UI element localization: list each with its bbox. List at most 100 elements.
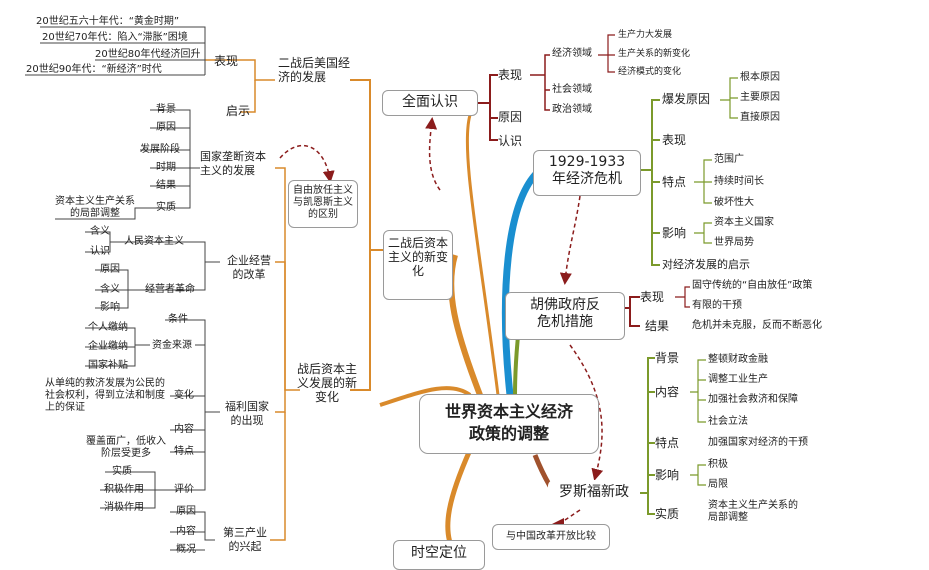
crisis-feature: 特点 [662,175,687,189]
newdeal-feature: 特点 [655,436,680,450]
welfare-evaluation: 评价 [174,484,194,495]
branch-center-bottom-left [445,448,473,554]
hoover-limited-intervention: 有限的干预 [692,300,742,311]
node-overall: 全面认识 [382,90,478,116]
crisis-enlightenment: 对经济发展的启示 [662,258,750,271]
welfare-feature-note: 覆盖面广，低收入阶层受更多 [86,436,166,459]
hoover-result: 结果 [645,319,670,333]
label-us-qishi: 启示 [226,104,251,118]
econ-item-productivity: 生产力大发展 [618,30,673,40]
field-social: 社会领域 [552,84,592,95]
tertiary-overview: 概况 [176,544,196,555]
central-topic: 世界资本主义经济 政策的调整 [419,394,599,454]
hoover-title-1: 胡佛政府反 [530,297,600,313]
arrow-to-overall [425,117,441,191]
crisis-influence: 影响 [662,226,687,240]
arrow-hoover-to-newdeal [569,344,604,481]
node-hoover: 胡佛政府反 危机措施 [505,292,625,340]
crisis-cause-root: 根本原因 [740,72,780,83]
compare-reform-label: 与中国改革开放比较 [506,531,596,542]
time-space-label: 时空定位 [411,545,467,561]
funding-state: 国家补贴 [88,360,128,371]
monopoly-item-period: 时期 [156,162,176,173]
crisis-influence-capitalist: 资本主义国家 [714,217,774,228]
newdeal-industry: 调整工业生产 [708,374,768,385]
field-economic: 经济领域 [552,48,592,59]
hoover-manifestation: 表现 [640,290,665,304]
node-postwar-changes: 二战后资本主义的新变化 [383,230,453,300]
econ-item-relations: 生产关系的新变化 [618,49,691,59]
branch-center-left-top [448,254,483,397]
node-postwar-changes-label: 二战后资本主义的新变化 [388,236,449,278]
crisis-cause-direct: 直接原因 [740,112,780,123]
newdeal-essence: 实质 [655,507,680,521]
newdeal-positive: 积极 [708,459,728,470]
hoover-result-note: 危机并未克服，反而不断恶化 [692,320,822,331]
overall-cause: 原因 [498,110,523,124]
tertiary-cause: 原因 [176,506,196,517]
hoover-title-2: 危机措施 [537,314,593,330]
branch-center-overall [465,114,500,396]
arrow-newdeal-to-compare [552,509,581,530]
node-welfare-state: 福利国家的出现 [225,400,269,427]
eval-positive: 积极作用 [104,484,144,495]
branch-center-crisis [501,167,543,396]
mind-map-connectors [25,26,738,554]
crisis-influence-world: 世界局势 [714,237,754,248]
econ-item-model: 经济模式的变化 [618,67,682,77]
newdeal-relief: 加强社会救济和保障 [708,394,798,405]
arrow-crisis-to-hoover [559,195,581,285]
newdeal-finance: 整顿财政金融 [708,354,768,365]
newdeal-background: 背景 [655,351,680,365]
monopoly-item-bg: 背景 [156,104,176,115]
overall-recognition: 认识 [498,134,523,148]
funding-personal: 个人缴纳 [88,322,128,333]
eval-essence: 实质 [112,466,132,477]
monopoly-item-cause: 原因 [156,122,176,133]
era-1990s: 20世纪90年代：“新经济”时代 [26,64,162,75]
era-1950s: 20世纪五六十年代：“黄金时期” [36,16,180,27]
eval-negative: 消极作用 [104,502,144,513]
arrow-monopoly-to-compare [279,144,335,183]
field-political: 政治领域 [552,104,592,115]
pc-item-meaning: 含义 [90,226,110,237]
overall-biaoxian: 表现 [498,68,523,82]
monopoly-item-essence: 实质 [156,202,176,213]
crisis-outbreak: 爆发原因 [662,92,711,106]
compare-box: 自由放任主义与凯恩斯主义的区别 [288,180,358,228]
crisis-manifestation: 表现 [662,133,687,147]
compare-box-label: 自由放任主义与凯恩斯主义的区别 [293,185,353,220]
crisis-cause-main: 主要原因 [740,92,780,103]
welfare-content: 内容 [174,424,194,435]
label-us-biaoxian: 表现 [214,54,239,68]
welfare-feature: 特点 [174,446,194,457]
mr-item-meaning: 含义 [100,284,120,295]
newdeal-influence: 影响 [655,468,680,482]
node-us-economy: 二战后美国经济的发展 [278,56,351,84]
welfare-change: 变化 [174,390,194,401]
era-1970s: 20世纪70年代：陷入“滞胀”困境 [42,32,188,43]
monopoly-item-result: 结果 [156,180,176,191]
node-overall-label: 全面认识 [402,94,458,110]
newdeal-legislation: 社会立法 [708,416,748,427]
node-crisis-1929: 1929-1933 年经济危机 [533,150,641,196]
newdeal-feature-note: 加强国家对经济的干预 [708,437,808,448]
newdeal-limitation: 局限 [708,479,728,490]
hoover-laissez-faire: 固守传统的“自由放任”政策 [692,280,813,291]
monopoly-note: 资本主义生产关系的局部调整 [55,196,135,219]
era-1980s: 20世纪80年代经济回升 [95,49,201,60]
funding-enterprise: 企业缴纳 [88,341,128,352]
central-topic-line1: 世界资本主义经济 [444,402,573,421]
mr-item-cause: 原因 [100,264,120,275]
newdeal-essence-note: 资本主义生产关系的局部调整 [708,500,798,523]
node-compare-reform: 与中国改革开放比较 [492,524,610,550]
node-tertiary-industry: 第三产业的兴起 [223,526,267,553]
node-manager-revolution: 经营者革命 [145,284,195,295]
node-new-deal: 罗斯福新政 [548,480,640,506]
welfare-change-note: 从单纯的救济发展为公民的社会权利，得到立法和制度上的保证 [45,378,165,413]
node-enterprise-reform: 企业经营的改革 [227,254,271,281]
branch-center-left-mid [379,386,472,407]
node-peoples-capitalism: 人民资本主义 [124,236,184,247]
monopoly-item-stage: 发展阶段 [140,144,180,155]
node-postwar-development: 战后资本主义发展的新变化 [296,362,357,404]
